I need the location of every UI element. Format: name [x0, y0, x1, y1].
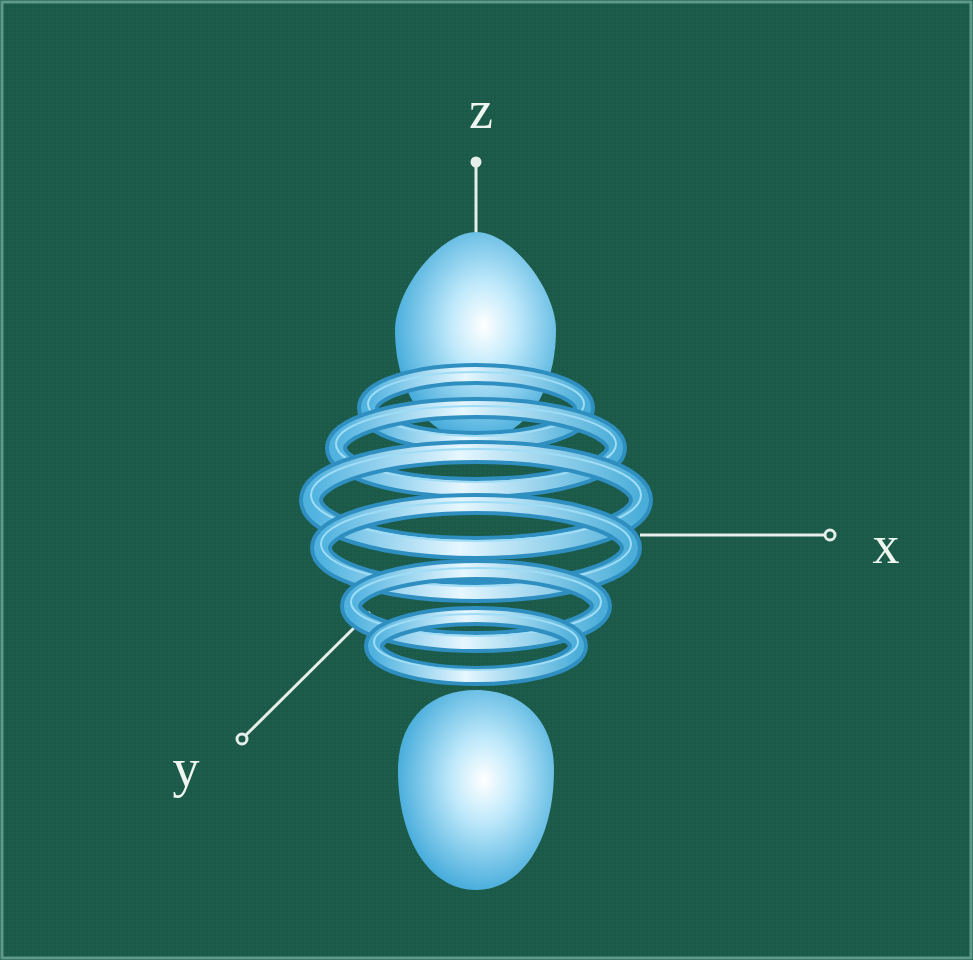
- axis-label: y: [173, 741, 200, 795]
- axes: [237, 158, 835, 744]
- axis-label: x: [873, 518, 900, 572]
- axis-label: z: [469, 83, 493, 137]
- rings: [311, 372, 641, 676]
- lower-lobe: [398, 690, 554, 890]
